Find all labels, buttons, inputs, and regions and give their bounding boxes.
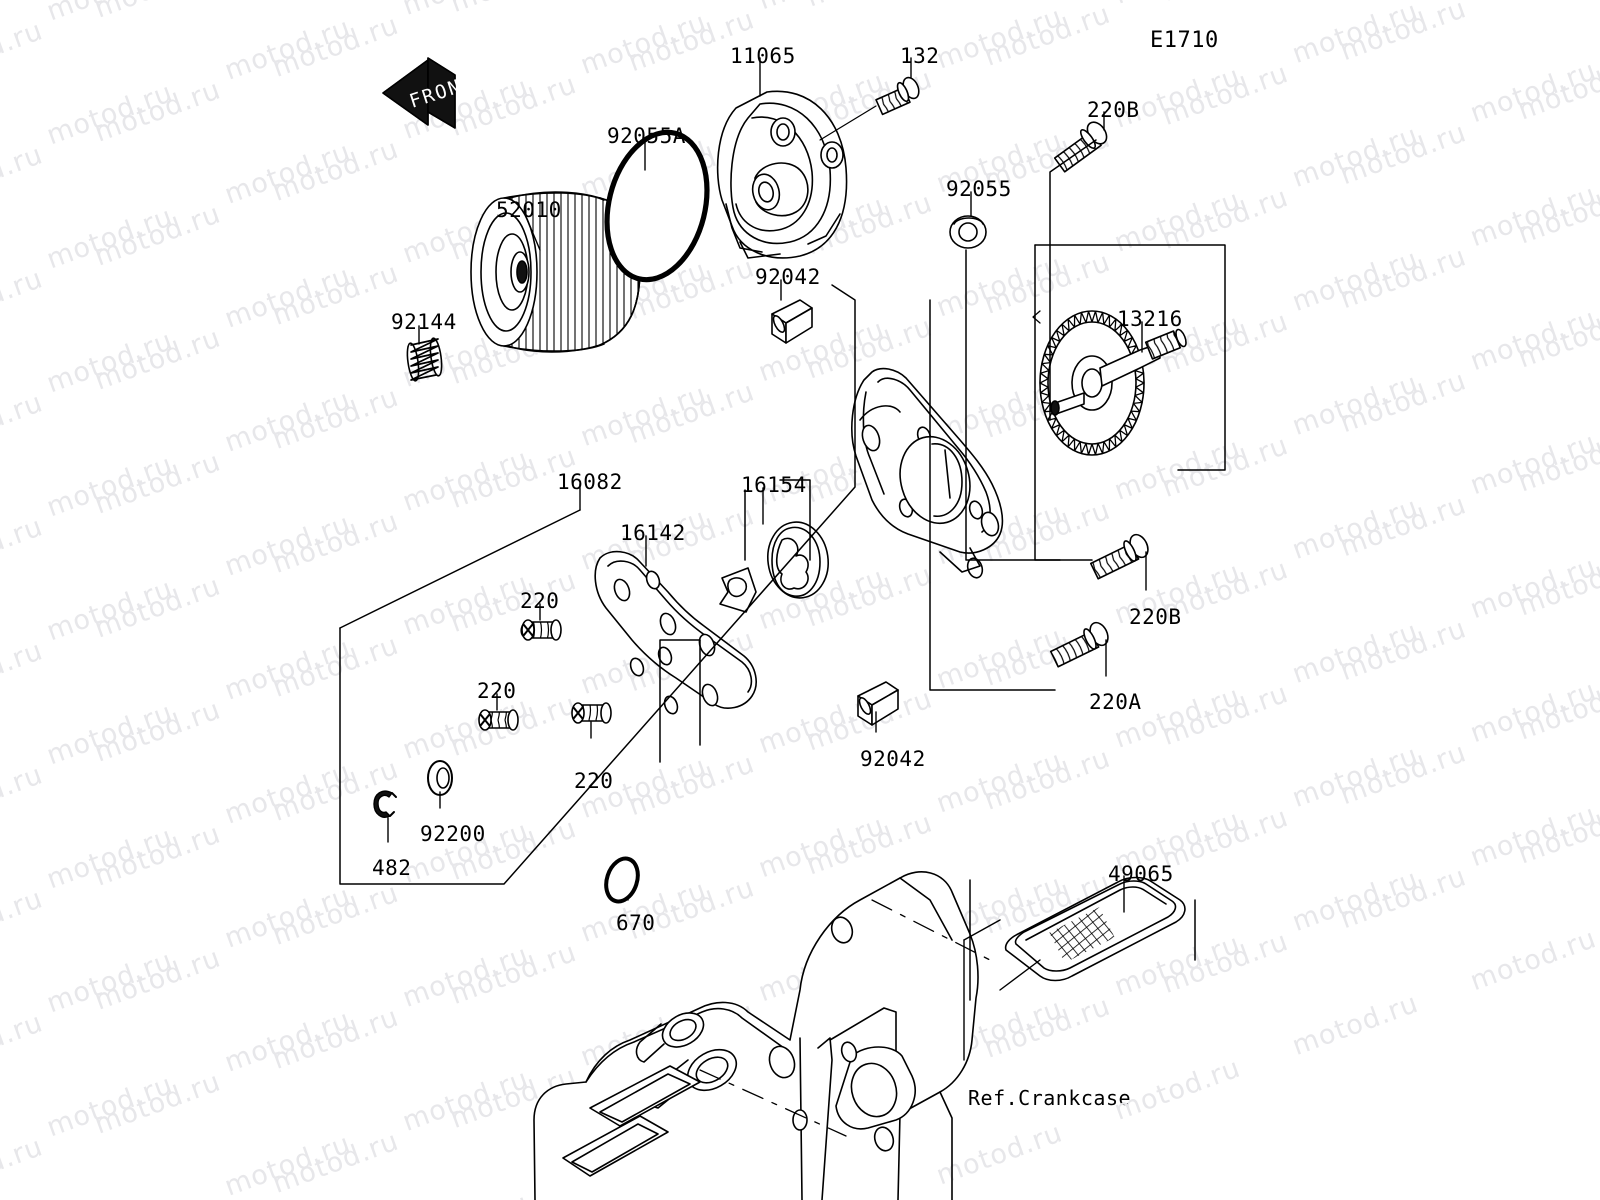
callout-dowel-pin-upper[interactable]: 92042 — [755, 265, 821, 289]
part-220-screw-3 — [571, 702, 612, 724]
part-670-o-ring — [604, 856, 640, 904]
part-132-bolt — [819, 76, 920, 141]
part-16154-rotor — [767, 521, 829, 599]
part-92042-dowel-upper — [771, 299, 813, 344]
callout-screw[interactable]: 220B — [1129, 605, 1182, 629]
callout-screw[interactable]: 220 — [520, 589, 560, 613]
callout-bolt[interactable]: 132 — [900, 44, 940, 68]
part-92055A-o-ring — [604, 129, 710, 283]
leader-lines — [387, 57, 1147, 1061]
part-220-screw-1 — [520, 619, 562, 641]
oil-pump-body — [851, 367, 1004, 579]
front-arrow-icon: FRONT — [382, 57, 477, 129]
callout-screw[interactable]: 220 — [477, 679, 517, 703]
part-220-screw-2 — [478, 709, 519, 731]
ref-crankcase — [533, 871, 991, 1200]
callout-dowel-pin-lower[interactable]: 92042 — [860, 747, 926, 771]
callout-spring[interactable]: 92144 — [391, 310, 457, 334]
grouping-brackets — [339, 139, 1226, 1001]
callout-circlip[interactable]: 482 — [372, 856, 412, 880]
part-220A-screw — [1049, 621, 1109, 668]
callout-screw[interactable]: 220 — [574, 769, 614, 793]
callout-washer[interactable]: 92200 — [420, 822, 486, 846]
callout-filter-cap[interactable]: 11065 — [730, 44, 796, 68]
part-13216-drive-gear — [1032, 310, 1187, 456]
callout-o-ring[interactable]: 670 — [616, 911, 656, 935]
part-92055-seal — [949, 215, 987, 249]
callout-pump-rotor[interactable]: 16154 — [741, 473, 807, 497]
callout-pump-cover[interactable]: 16142 — [620, 521, 686, 545]
part-11065-cap — [716, 90, 848, 259]
callout-oil-filter-element[interactable]: 52010 — [496, 198, 562, 222]
part-482-circlip — [373, 790, 397, 818]
callout-o-ring-large[interactable]: 92055A — [607, 124, 686, 148]
part-49065-oil-screen — [1004, 876, 1186, 982]
part-92144-spring — [406, 337, 443, 382]
callout-oil-screen[interactable]: 49065 — [1108, 862, 1174, 886]
callout-screw[interactable]: 220B — [1087, 98, 1140, 122]
callout-screw[interactable]: 220A — [1089, 690, 1142, 714]
part-16154-rotor-key — [719, 567, 757, 613]
callout-oil-pump-assembly[interactable]: 16082 — [557, 470, 623, 494]
part-92042-dowel-lower — [857, 681, 899, 726]
callout-pump-drive-gear[interactable]: 13216 — [1117, 307, 1183, 331]
callout-o-ring-small[interactable]: 92055 — [946, 177, 1012, 201]
diagram-code: E1710 — [1150, 28, 1219, 53]
part-16142-cover-plate — [594, 550, 757, 715]
ref-crankcase-label: Ref.Crankcase — [968, 1086, 1132, 1110]
part-220B-screw-lower — [1089, 533, 1149, 580]
